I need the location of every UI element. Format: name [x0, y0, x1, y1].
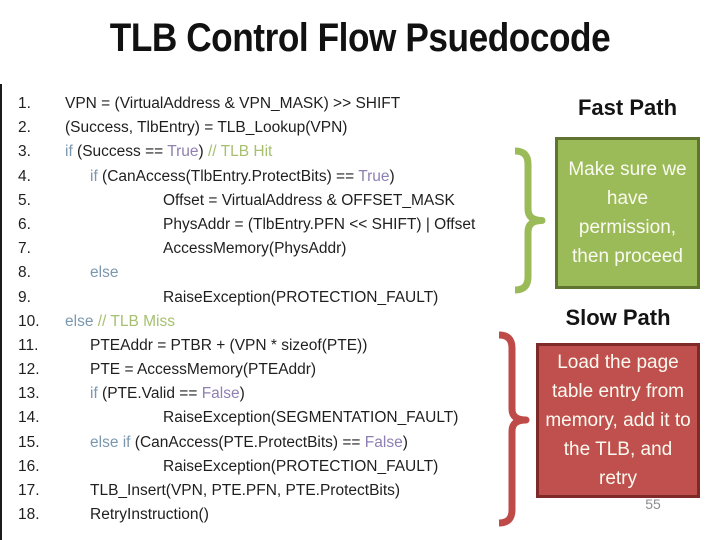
code-token-com: // TLB Hit	[208, 143, 273, 161]
code-token-lit: True	[358, 167, 390, 185]
line-number: 18.	[18, 506, 40, 524]
code-line: 6. PhysAddr = (TlbEntry.PFN << SHIFT) | O…	[0, 213, 540, 237]
code-text: PTEAddr = PTBR + (VPN * sizeof(PTE))	[90, 337, 367, 354]
fast-path-callout-text: Make sure we have permission, then proce…	[568, 159, 687, 267]
slide-title: TLB Control Flow Psuedocode	[109, 16, 611, 60]
code-token-kw: if	[90, 385, 98, 403]
slow-path-brace	[498, 331, 530, 527]
code-token-lit: False	[364, 433, 403, 451]
code-token-code: PTEAddr = PTBR + (VPN * sizeof(PTE))	[90, 336, 368, 354]
line-number: 1.	[18, 95, 31, 112]
line-number: 7.	[18, 240, 31, 258]
code-text: AccessMemory(PhysAddr)	[163, 240, 346, 257]
code-token-kw: else	[90, 264, 119, 282]
code-token-com: // TLB Miss	[97, 312, 175, 330]
code-line: 15. else if (CanAccess(PTE.ProtectBits) =…	[0, 431, 540, 455]
code-token-code: (CanAccess(PTE.ProtectBits) ==	[130, 433, 365, 451]
code-token-code: Offset = VirtualAddress & OFFSET_MASK	[163, 191, 455, 209]
code-text: (Success, TlbEntry) = TLB_Lookup(VPN)	[65, 119, 347, 136]
code-token-code: )	[402, 433, 408, 451]
code-token-code: (PTE.Valid ==	[97, 385, 202, 403]
code-token-code: )	[198, 143, 208, 161]
code-line: 4. if (CanAccess(TlbEntry.ProtectBits) ==…	[0, 165, 540, 189]
line-number: 8.	[18, 264, 31, 282]
code-text: VPN = (VirtualAddress & VPN_MASK) >> SHI…	[65, 95, 400, 112]
code-line: 8. else	[0, 261, 540, 285]
code-line: 5. Offset = VirtualAddress & OFFSET_MASK	[0, 189, 540, 213]
line-number: 16.	[18, 457, 40, 475]
code-token-lit: False	[201, 385, 240, 403]
code-text: RaiseException(PROTECTION_FAULT)	[163, 289, 438, 306]
code-text: if (Success == True) // TLB Hit	[65, 143, 272, 160]
code-text: else if (CanAccess(PTE.ProtectBits) == F…	[90, 434, 408, 451]
code-token-code: )	[389, 167, 395, 185]
line-number: 15.	[18, 433, 40, 451]
code-token-code: (Success ==	[72, 143, 168, 161]
code-block: 1. VPN = (VirtualAddress & VPN_MASK) >> S…	[0, 92, 540, 527]
code-line: 17. TLB_Insert(VPN, PTE.PFN, PTE.ProtectB…	[0, 479, 540, 503]
code-text: else	[90, 264, 118, 281]
fast-path-label: Fast Path	[577, 95, 678, 120]
code-line: 13. if (PTE.Valid == False)	[0, 382, 540, 406]
code-token-lit: True	[167, 143, 199, 161]
code-token-code: RaiseException(PROTECTION_FAULT)	[163, 457, 439, 475]
code-token-kw: if	[65, 143, 73, 161]
code-text: RetryInstruction()	[90, 506, 209, 523]
code-token-code: TLB_Insert(VPN, PTE.PFN, PTE.ProtectBits…	[90, 482, 401, 499]
code-text: PhysAddr = (TlbEntry.PFN << SHIFT) | Off…	[163, 216, 475, 233]
line-number: 13.	[18, 385, 40, 403]
code-text: else // TLB Miss	[65, 313, 175, 330]
slow-path-label: Slow Path	[565, 305, 671, 330]
line-number: 17.	[18, 482, 40, 499]
code-token-kw: if	[90, 167, 98, 185]
line-number: 10.	[18, 312, 40, 330]
code-token-kw: else if	[90, 433, 131, 451]
code-text: PTE = AccessMemory(PTEAddr)	[90, 361, 316, 378]
code-line: 2. (Success, TlbEntry) = TLB_Lookup(VPN)	[0, 116, 540, 140]
code-token-code: )	[239, 385, 245, 403]
code-token-code: RaiseException(PROTECTION_FAULT)	[163, 288, 439, 306]
code-token-code: RetryInstruction()	[90, 506, 209, 524]
code-token-code: VPN = (VirtualAddress & VPN_MASK) >> SHI…	[65, 95, 401, 112]
line-number: 14.	[18, 409, 40, 427]
code-line: 10. else // TLB Miss	[0, 310, 540, 334]
fast-path-brace	[514, 147, 546, 294]
code-line: 1. VPN = (VirtualAddress & VPN_MASK) >> S…	[0, 92, 540, 116]
code-text: RaiseException(PROTECTION_FAULT)	[163, 458, 438, 475]
code-line: 3. if (Success == True) // TLB Hit	[0, 140, 540, 164]
code-text: RaiseException(SEGMENTATION_FAULT)	[163, 409, 458, 426]
page-number: 55	[645, 496, 661, 512]
line-number: 4.	[18, 167, 31, 185]
line-number: 6.	[18, 215, 31, 233]
code-text: if (PTE.Valid == False)	[90, 385, 245, 402]
slow-path-callout-text: Load the page table entry from memory, a…	[545, 352, 691, 489]
line-number: 11.	[18, 336, 39, 354]
code-line: 16. RaiseException(PROTECTION_FAULT)	[0, 455, 540, 479]
code-text: TLB_Insert(VPN, PTE.PFN, PTE.ProtectBits…	[90, 482, 400, 499]
code-token-code: AccessMemory(PhysAddr)	[163, 240, 347, 258]
code-token-code: (CanAccess(TlbEntry.ProtectBits) ==	[97, 167, 359, 185]
code-token-kw: else	[65, 312, 94, 330]
line-number: 2.	[18, 119, 31, 137]
line-number: 9.	[18, 288, 31, 306]
line-number: 3.	[18, 143, 31, 161]
code-line: 9. RaiseException(PROTECTION_FAULT)	[0, 286, 540, 310]
code-line: 7. AccessMemory(PhysAddr)	[0, 237, 540, 261]
code-line: 14. RaiseException(SEGMENTATION_FAULT)	[0, 406, 540, 430]
slow-path-callout: Load the page table entry from memory, a…	[536, 343, 700, 498]
code-token-code: (Success, TlbEntry) = TLB_Lookup(VPN)	[65, 119, 348, 137]
code-text: Offset = VirtualAddress & OFFSET_MASK	[163, 192, 455, 209]
line-number: 5.	[18, 191, 31, 209]
code-line: 12. PTE = AccessMemory(PTEAddr)	[0, 358, 540, 382]
slide-left-edge	[0, 84, 2, 540]
code-line: 11. PTEAddr = PTBR + (VPN * sizeof(PTE))	[0, 334, 540, 358]
code-line: 18. RetryInstruction()	[0, 503, 540, 527]
code-token-code: PTE = AccessMemory(PTEAddr)	[90, 361, 317, 379]
code-text: if (CanAccess(TlbEntry.ProtectBits) == T…	[90, 168, 395, 185]
code-token-code: RaiseException(SEGMENTATION_FAULT)	[163, 409, 459, 427]
code-token-code: PhysAddr = (TlbEntry.PFN << SHIFT) | Off…	[163, 215, 476, 233]
fast-path-callout: Make sure we have permission, then proce…	[555, 137, 700, 289]
line-number: 12.	[18, 361, 40, 379]
